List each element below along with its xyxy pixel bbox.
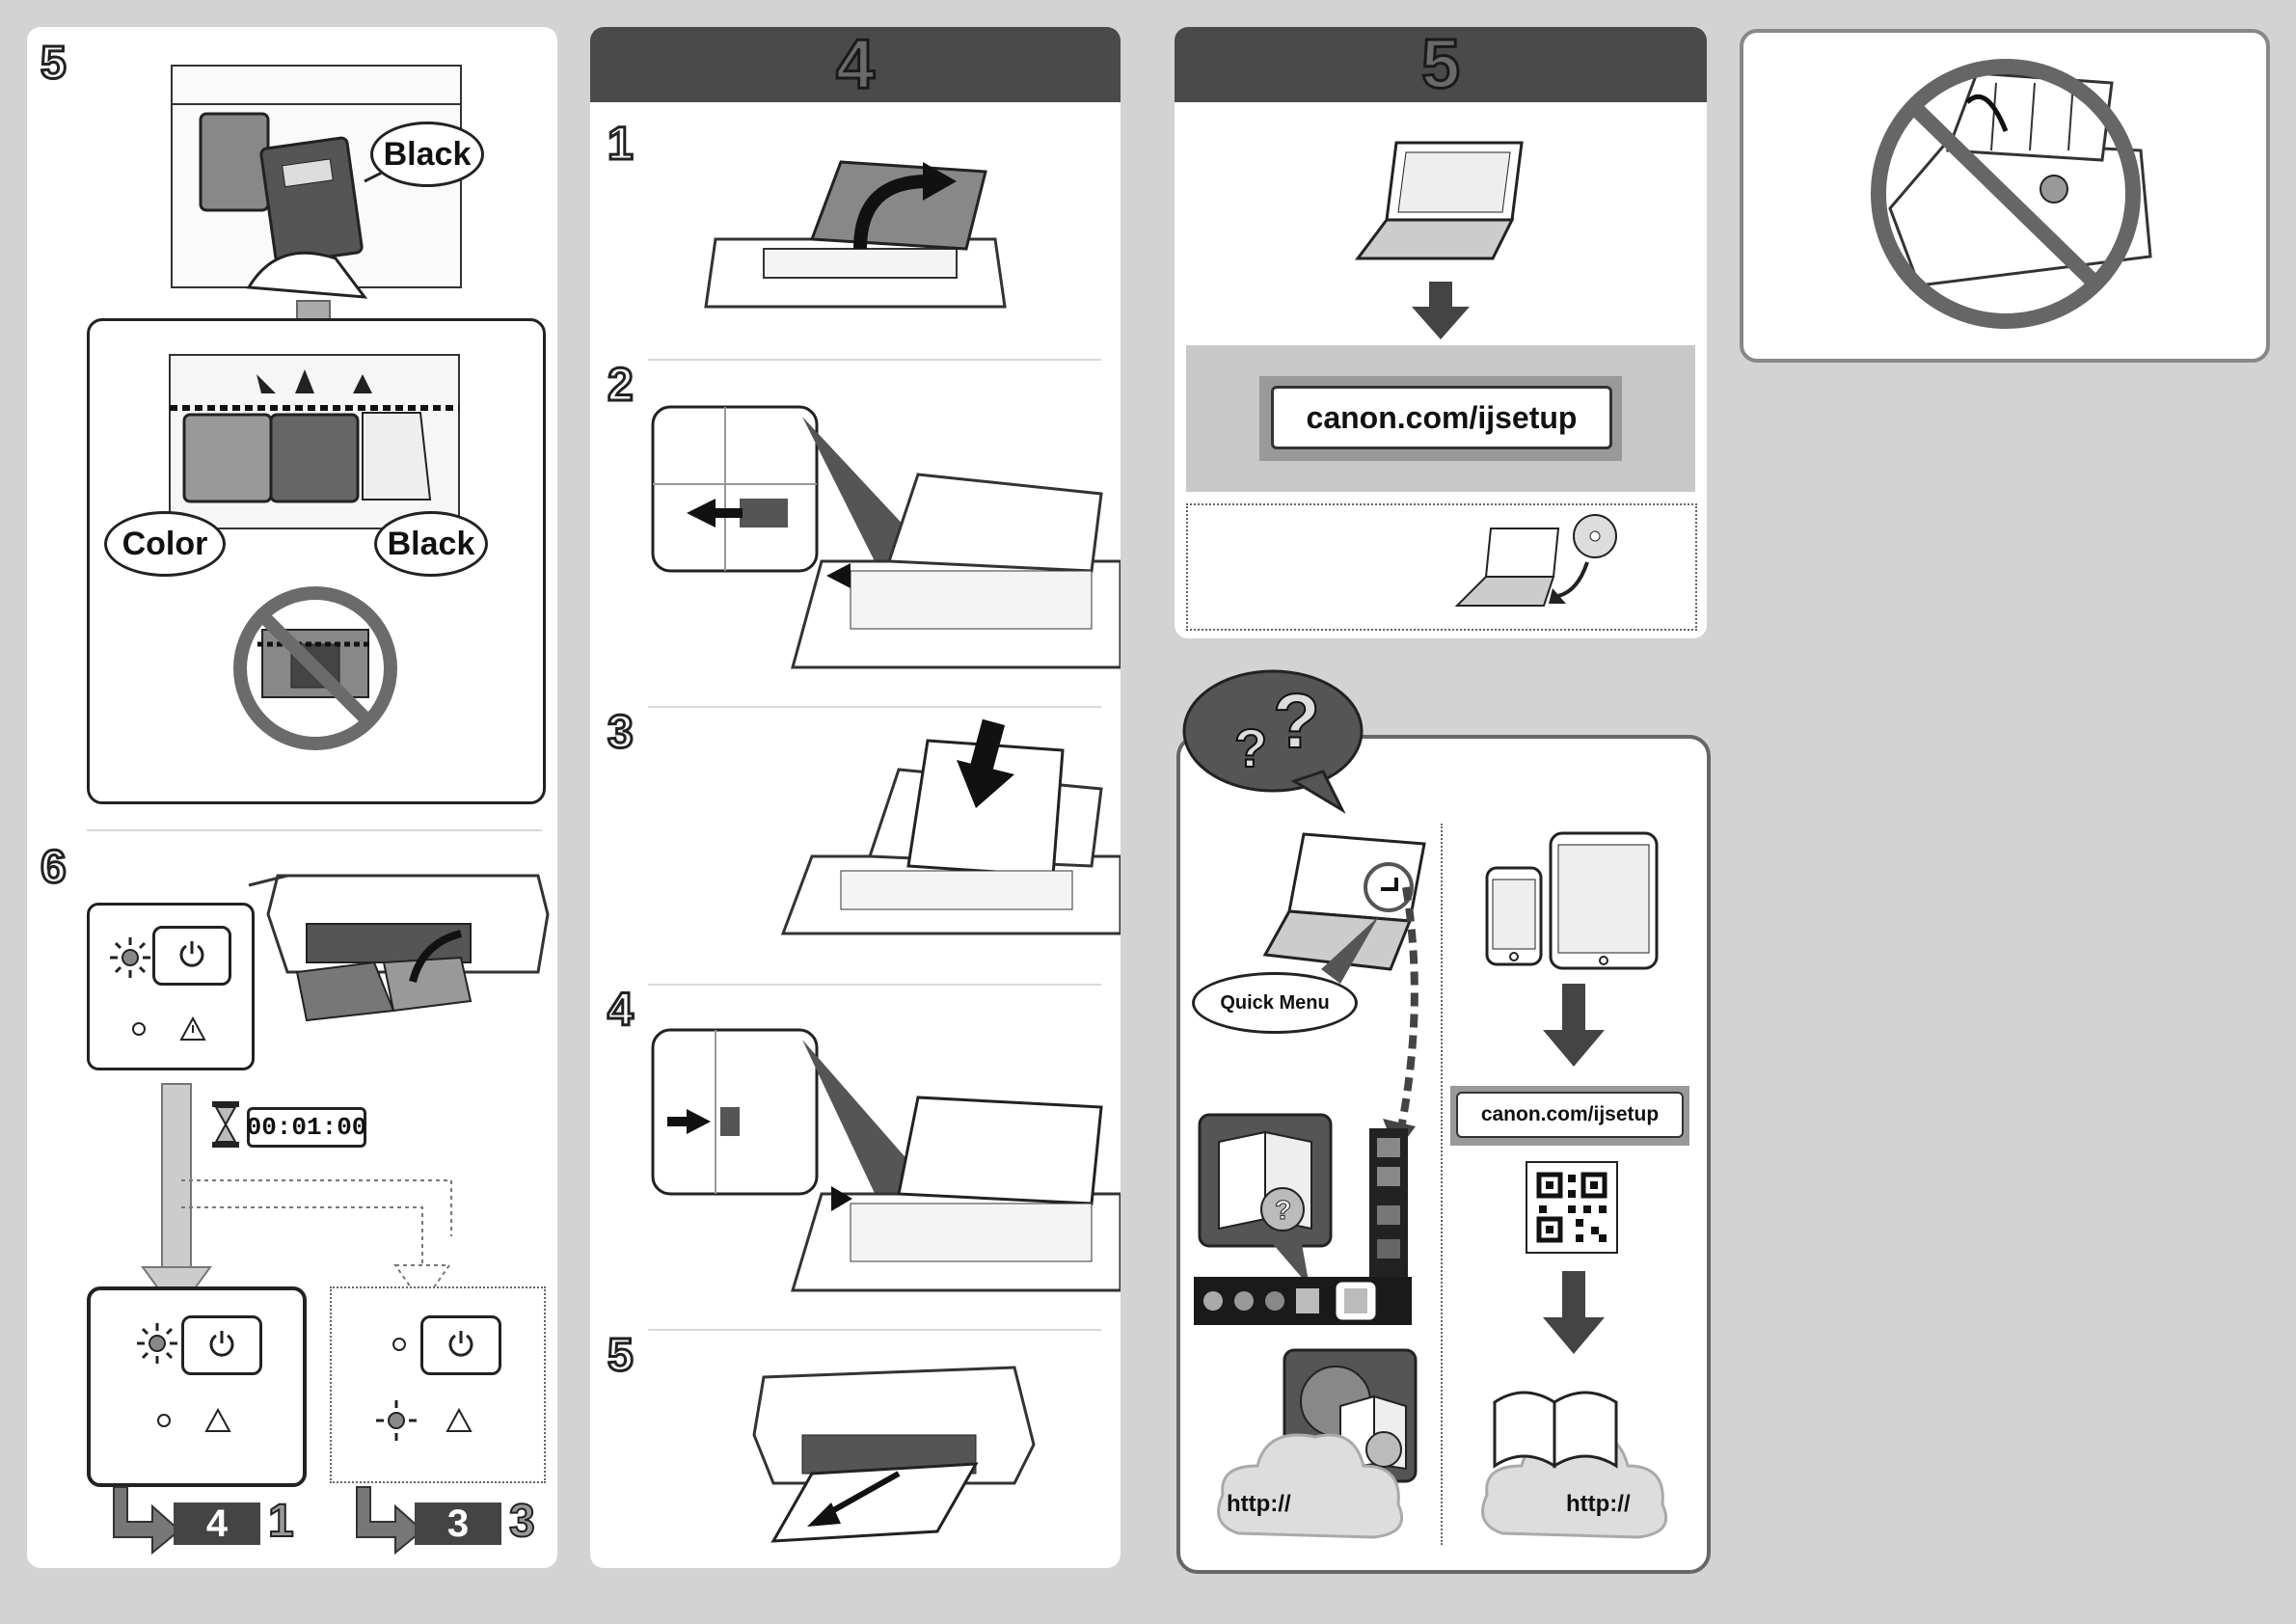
lamp-flashing-icon	[137, 1323, 177, 1364]
question-bubble-icon: ? ?	[1182, 669, 1364, 814]
hourglass-icon	[212, 1101, 239, 1148]
arrow-down-icon	[1543, 1271, 1605, 1354]
power-button[interactable]	[152, 926, 231, 986]
section-header: 4	[590, 27, 1121, 105]
http-label-left: http://	[1227, 1491, 1291, 1517]
power-icon	[448, 1331, 473, 1357]
section-number-4: 4	[834, 27, 876, 105]
lamp-flashing-icon	[110, 937, 150, 978]
panel-load-paper: 4 1 2 3 4	[590, 27, 1121, 1568]
step-number-1: 1	[607, 118, 635, 172]
laptop-cd-icon	[1454, 514, 1617, 607]
qr-code-icon[interactable]	[1526, 1161, 1618, 1254]
svg-text:?: ?	[1273, 678, 1320, 764]
jump-step-1: 1	[267, 1495, 295, 1548]
cloud-icon	[1217, 1433, 1404, 1539]
label-color: Color	[104, 511, 226, 577]
cd-install-box	[1186, 503, 1697, 631]
laptop-icon	[1355, 141, 1524, 260]
manual-help-icon: ?	[1198, 1113, 1333, 1248]
power-button[interactable]	[181, 1315, 262, 1375]
arrow-down-icon	[1543, 984, 1605, 1067]
lamp-off	[392, 1338, 406, 1351]
step-number-6: 6	[40, 841, 68, 895]
step-number-5: 5	[607, 1329, 635, 1383]
alarm-lamp-off	[157, 1407, 231, 1432]
svg-text:?: ?	[1234, 717, 1267, 778]
insert-paper-illustration	[780, 718, 1121, 935]
panel-cartridge-install: 5 Black Color Black 6	[27, 27, 557, 1568]
power-button[interactable]	[420, 1315, 501, 1375]
divider	[648, 1329, 1101, 1331]
paper-support-illustration	[704, 160, 1007, 309]
alarm-lamp-off	[132, 1015, 206, 1041]
paper-guide-illustration	[651, 405, 1121, 669]
section-number-5: 5	[1419, 27, 1461, 105]
alarm-lamp-flashing	[376, 1400, 473, 1441]
setup-url-link[interactable]: canon.com/ijsetup	[1271, 386, 1612, 449]
prohibited-icon	[1871, 59, 2152, 329]
jump-step-3: 3	[508, 1495, 536, 1548]
turn-arrow-icon	[356, 1486, 424, 1556]
http-label-right: http://	[1566, 1491, 1631, 1517]
turn-arrow-icon	[113, 1486, 181, 1556]
step-number-5: 5	[40, 37, 68, 91]
smartphone-icon	[1485, 866, 1543, 966]
timer-display: 00:01:00	[247, 1107, 366, 1148]
jump-section-4[interactable]: 4	[174, 1502, 260, 1545]
branch-arrow-dotted	[181, 1179, 452, 1306]
label-black-bottom: Black	[374, 511, 488, 577]
arrow-down-icon	[1412, 282, 1470, 339]
output-tray-illustration	[752, 1366, 1036, 1543]
printer-cover-illustration	[248, 874, 550, 1022]
cartridge-seated-illustration	[169, 354, 460, 529]
prohibited-icon	[233, 586, 397, 750]
step-number-3: 3	[607, 706, 635, 760]
warning-icon	[204, 1407, 231, 1432]
dashed-connector	[1383, 886, 1418, 1152]
callout-pointer	[1321, 916, 1379, 984]
laptop-icon	[1262, 832, 1426, 971]
divider	[87, 829, 542, 831]
column-divider	[1441, 824, 1443, 1545]
taskbar-strip	[1194, 1277, 1412, 1325]
divider	[648, 359, 1101, 361]
tablet-icon	[1549, 831, 1659, 970]
book-icon	[1493, 1391, 1618, 1469]
warning-icon	[446, 1407, 473, 1432]
section-header: 5	[1175, 27, 1707, 105]
quick-menu-label: Quick Menu	[1192, 972, 1358, 1034]
power-icon	[209, 1331, 234, 1357]
svg-text:?: ?	[1275, 1195, 1291, 1225]
divider	[648, 706, 1101, 708]
control-panel-result-b	[330, 1286, 546, 1483]
setup-url-link-mobile[interactable]: canon.com/ijsetup	[1456, 1092, 1684, 1138]
label-black-top: Black	[370, 122, 484, 187]
panel-install-software: 5 canon.com/ijsetup	[1175, 27, 1707, 638]
adjust-guide-illustration	[651, 1028, 1121, 1292]
divider	[648, 984, 1101, 986]
step-number-4: 4	[607, 984, 635, 1038]
jump-section-3[interactable]: 3	[415, 1502, 501, 1545]
power-icon	[179, 941, 204, 967]
callout-pointer	[1273, 1244, 1310, 1286]
step-number-2: 2	[607, 359, 635, 413]
